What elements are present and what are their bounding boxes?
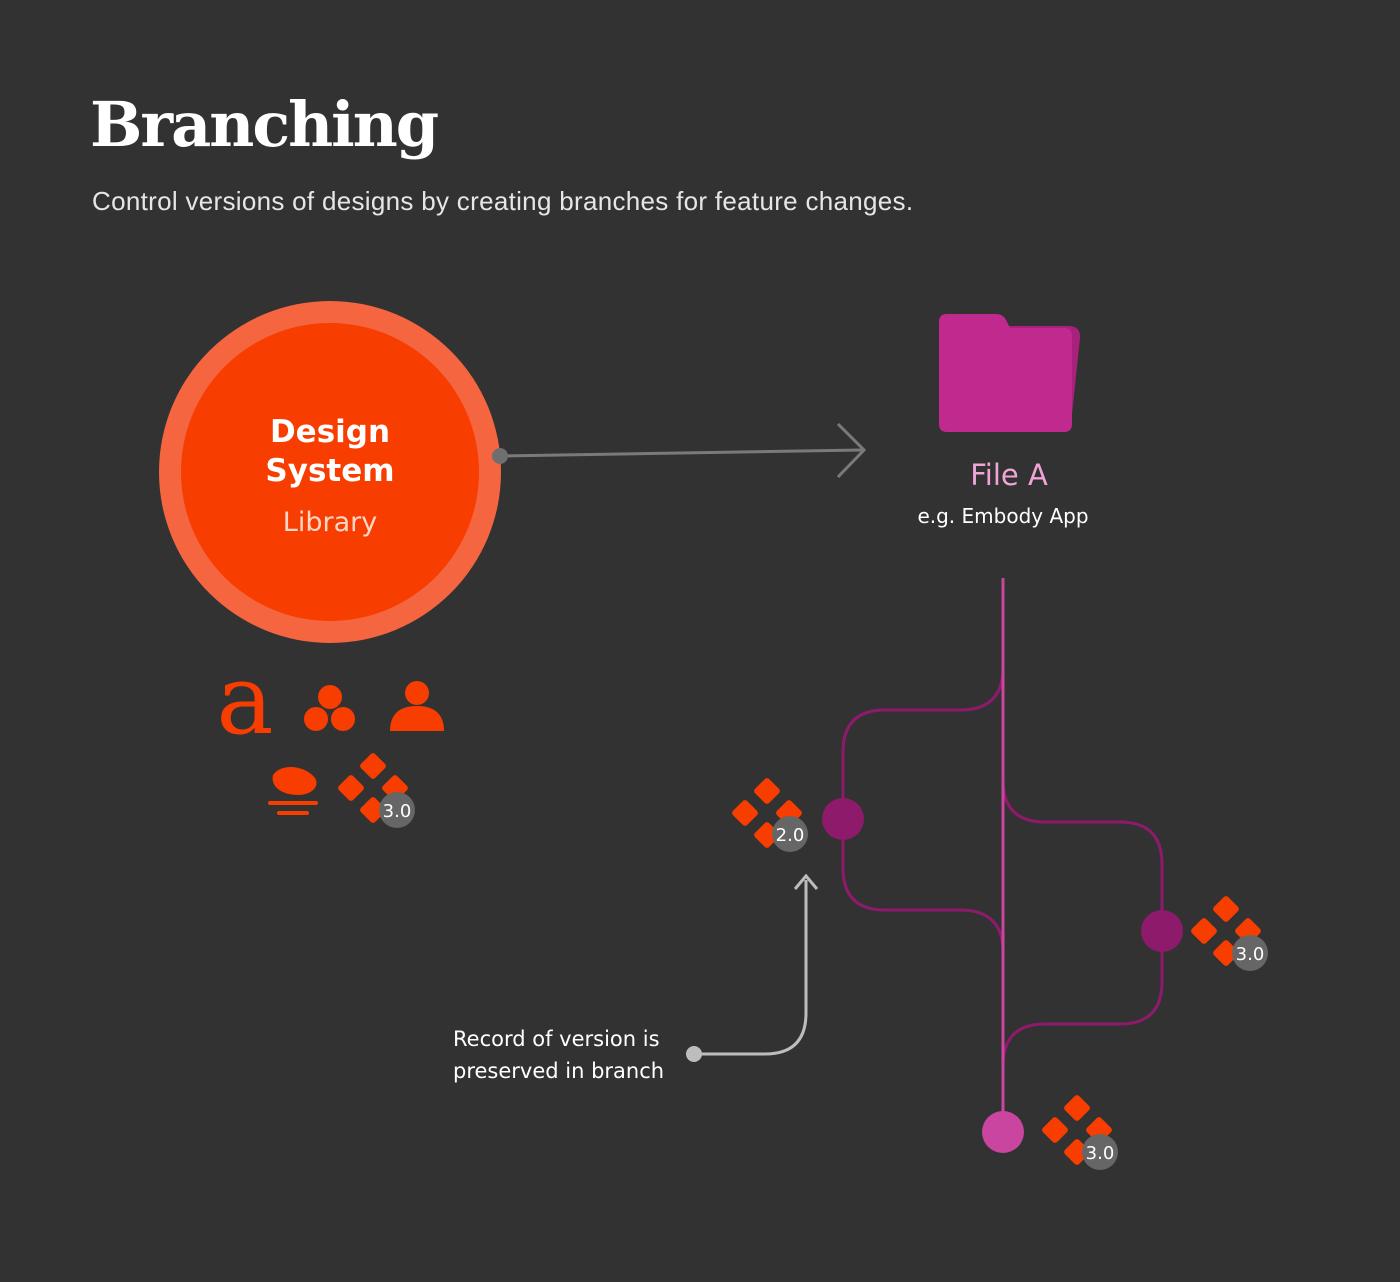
library-name-line2: System [265, 453, 394, 489]
file-node: File A e.g. Embody App [917, 314, 1089, 528]
main-trunk-version: 3.0 [1086, 1143, 1115, 1164]
page-subtitle: Control versions of designs by creating … [92, 186, 914, 216]
person-icon [390, 681, 444, 731]
left-branch-component: 2.0 [730, 776, 808, 852]
hand-drawn-blob-icon [268, 766, 318, 815]
library-name-line1: Design [270, 414, 390, 450]
library-kind-label: Library [283, 507, 377, 538]
right-branch-component: 3.0 [1189, 894, 1268, 971]
right-branch-node [1141, 910, 1183, 952]
left-branch-version: 2.0 [776, 825, 805, 846]
annotation-line1: Record of version is [453, 1027, 660, 1051]
annotation: Record of version is preserved in branch [453, 873, 819, 1083]
right-branch-version: 3.0 [1236, 944, 1265, 965]
page-title: Branching [90, 88, 439, 161]
annotation-arrow [694, 880, 808, 1056]
version-badge: 3.0 [379, 792, 415, 828]
version-badge-text: 3.0 [383, 801, 412, 822]
folder-icon [939, 314, 1081, 432]
branch-graph [841, 578, 1164, 1132]
left-branch-node [822, 798, 864, 840]
annotation-line2: preserved in branch [453, 1059, 664, 1083]
right-branch-path [1001, 779, 1164, 1067]
left-branch-path [841, 667, 1005, 953]
library-assets: a 3.0 [216, 644, 444, 828]
file-name: File A [970, 458, 1048, 492]
main-trunk-component: 3.0 [1040, 1093, 1118, 1170]
file-example: e.g. Embody App [917, 504, 1088, 528]
three-circles-icon [304, 685, 355, 731]
design-system-library-node: Design System Library [159, 301, 501, 643]
main-trunk-node [982, 1111, 1024, 1153]
library-to-file-arrow [492, 422, 867, 479]
serif-a-glyph-icon: a [216, 644, 273, 756]
